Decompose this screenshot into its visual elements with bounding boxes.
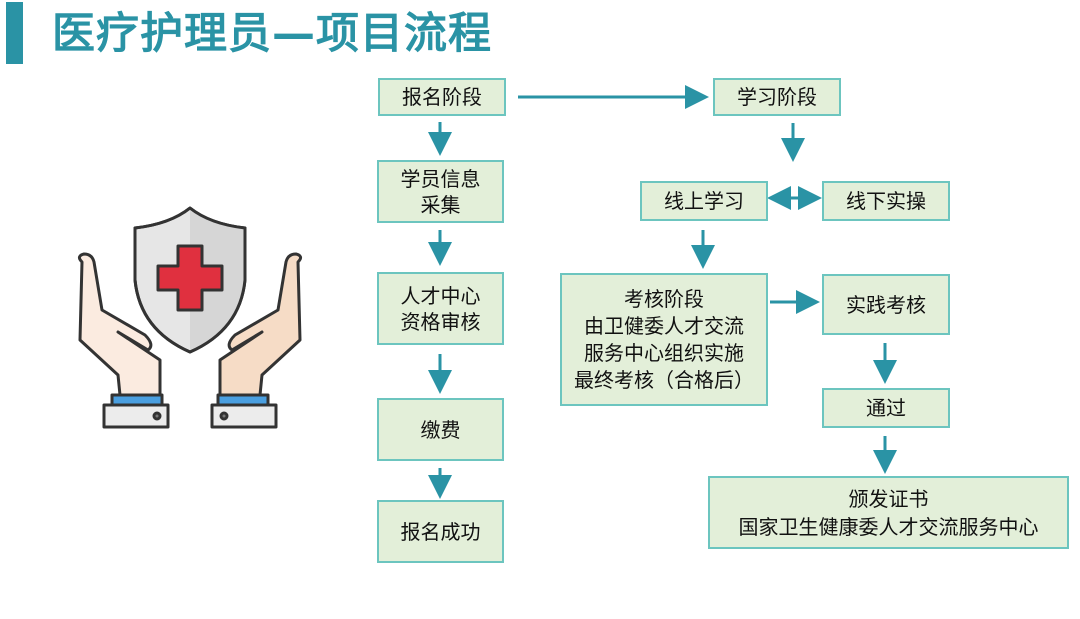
step-label: 报名阶段: [402, 85, 482, 109]
step-label: 人才中心: [400, 283, 481, 308]
step-exam-stage: 考核阶段由卫健委人才交流服务中心组织实施最终考核（合格后）: [560, 273, 768, 406]
step-qualification-review: 人才中心资格审核: [377, 272, 504, 345]
step-label: 线下实操: [846, 189, 926, 213]
step-info-collection: 学员信息采集: [377, 160, 504, 223]
title-accent-bar: [6, 2, 23, 64]
step-label: 由卫健委人才交流: [584, 313, 744, 338]
step-label: 通过: [866, 396, 906, 420]
step-offline-practice: 线下实操: [822, 181, 950, 221]
page-title: 医疗护理员—项目流程: [52, 9, 492, 59]
step-label: 学习阶段: [737, 85, 817, 109]
step-label: 实践考核: [846, 292, 926, 317]
step-signup-stage: 报名阶段: [378, 78, 506, 116]
step-label: 国家卫生健康委人才交流服务中心: [738, 514, 1039, 539]
step-label: 资格审核: [400, 309, 481, 334]
step-signup-success: 报名成功: [377, 500, 504, 563]
shield-hands-medical-cross-icon: [77, 206, 303, 429]
step-practical-exam: 实践考核: [822, 274, 950, 335]
step-label: 报名成功: [400, 519, 481, 544]
step-label: 考核阶段: [624, 286, 704, 311]
step-online-study: 线上学习: [640, 181, 768, 221]
step-label: 线上学习: [664, 189, 744, 213]
step-label: 服务中心组织实施: [584, 340, 744, 365]
step-label: 最终考核（合格后）: [574, 367, 754, 392]
step-payment: 缴费: [377, 398, 504, 461]
step-certificate: 颁发证书国家卫生健康委人才交流服务中心: [708, 476, 1069, 549]
step-label: 颁发证书: [848, 486, 929, 511]
step-label: 采集: [420, 192, 461, 217]
step-label: 学员信息: [400, 166, 481, 191]
step-study-stage: 学习阶段: [713, 78, 841, 116]
step-pass: 通过: [822, 388, 950, 428]
step-label: 缴费: [420, 417, 461, 442]
